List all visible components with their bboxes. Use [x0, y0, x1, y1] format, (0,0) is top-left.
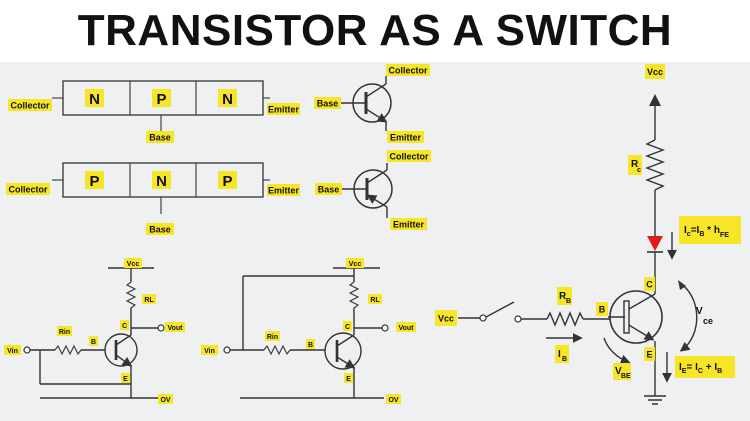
npn-block-emitter-label: Emitter [268, 105, 300, 115]
pnp-block-emitter-label: Emitter [268, 186, 300, 196]
npn-symbol: Collector Base Emitter [314, 64, 430, 143]
npn-block-collector-label: Collector [10, 101, 50, 111]
pnp-symbol-base-label: Base [318, 185, 340, 195]
pnp-layer-n: N [156, 173, 167, 190]
c3-vbe-label: V [615, 366, 622, 377]
pnp-symbol-collector-label: Collector [389, 152, 429, 162]
circuit-1: Vcc RL C Vout Rin B Vin E OV [4, 258, 185, 404]
c3-rb-sub: B [566, 298, 571, 305]
npn-layer-n1-box [85, 89, 104, 107]
npn-symbol-collector-label: Collector [388, 66, 428, 76]
npn-symbol-base-label: Base [317, 99, 339, 109]
c2-rin-label: Rin [267, 334, 278, 341]
c1-c-label: C [122, 323, 127, 330]
npn-block-base-label: Base [149, 133, 171, 143]
npn-layer-n2: N [222, 91, 233, 108]
npn-layer-n1: N [89, 91, 100, 108]
npn-layer-block: N P N Collector Emitter Base [8, 80, 300, 143]
c3-vbe-sub: BE [621, 373, 631, 380]
circuit-3: Vcc R c Vcc R B B C E I B V BE V ce [435, 64, 741, 405]
c1-vcc-label: Vcc [127, 261, 140, 268]
c3-rb-label: R [559, 291, 567, 302]
page-title: TRANSISTOR AS A SWITCH [77, 6, 673, 55]
pnp-block-collector-label: Collector [8, 185, 48, 195]
c2-vout-label: Vout [398, 325, 414, 332]
c1-rl-label: RL [144, 297, 154, 304]
pnp-layer-p2: P [222, 173, 232, 190]
c3-ib-sub: B [562, 356, 567, 363]
c1-ov-label: OV [160, 397, 170, 404]
c2-c-label: C [345, 324, 350, 331]
c3-rc-sub: c [637, 167, 641, 174]
c2-ov-label: OV [388, 397, 398, 404]
c1-b-label: B [91, 339, 96, 346]
pnp-layer-block: P N P Collector Emitter Base [6, 162, 300, 235]
pnp-block-base-label: Base [149, 225, 171, 235]
c3-e-label: E [646, 350, 652, 360]
c2-b-label: B [308, 342, 313, 349]
title-bar: TRANSISTOR AS A SWITCH [0, 0, 750, 62]
pnp-symbol: Collector Base Emitter [315, 150, 431, 230]
c2-e-label: E [346, 376, 351, 383]
c3-rc-label: R [631, 159, 639, 170]
c2-vin-label: Vin [204, 348, 215, 355]
c3-ib-label: I [558, 349, 561, 360]
c2-vcc-label: Vcc [349, 261, 362, 268]
npn-layer-p: P [156, 91, 166, 108]
c1-vout-label: Vout [167, 325, 183, 332]
c3-vcc-top-label: Vcc [647, 67, 663, 77]
c3-ie-formula: IE= IC + IB [679, 362, 722, 375]
npn-layer-p-box [152, 89, 171, 107]
npn-layer-n2-box [218, 89, 237, 107]
c3-c-label: C [646, 280, 653, 290]
c3-vce-sub: ce [703, 316, 713, 326]
c2-rl-label: RL [370, 297, 380, 304]
c3-vce-label: V [696, 306, 703, 317]
c1-e-label: E [123, 376, 128, 383]
c3-vcc-left-label: Vcc [438, 314, 454, 324]
pnp-layer-p1: P [89, 173, 99, 190]
c3-b-label: B [599, 305, 606, 315]
c1-rin-label: Rin [59, 329, 70, 336]
c3-ic-formula: Ic=IB * hFE [684, 225, 729, 239]
c1-vin-label: Vin [7, 348, 18, 355]
npn-symbol-emitter-label: Emitter [390, 133, 422, 143]
pnp-symbol-emitter-label: Emitter [393, 220, 425, 230]
circuit-2: Vcc RL C Vout Rin B Vin E OV [201, 258, 416, 404]
